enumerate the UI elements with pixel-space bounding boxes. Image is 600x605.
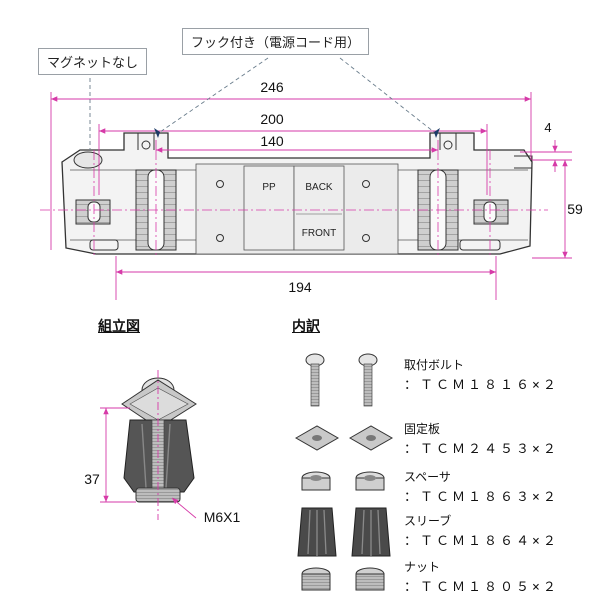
dim-inner-pitch: 140 — [260, 133, 284, 149]
base-plate-drawing — [61, 132, 533, 255]
part-code: ：ＴＣＭ１８１６×２ — [404, 378, 559, 393]
callout-hook: フック付き（電源コード用） — [182, 28, 370, 55]
dim-top-offset: 4 — [544, 120, 551, 135]
part-code: ：ＴＣＭ１８６４×２ — [404, 534, 559, 549]
part-name: スペーサ — [404, 470, 451, 484]
part-code: ：ＴＣＭ１８６３×２ — [404, 490, 559, 505]
assembly-title: 組立図 — [98, 318, 140, 334]
dim-overall-width: 246 — [260, 79, 284, 95]
part-name: スリーブ — [404, 514, 452, 528]
dimension-lines — [50, 92, 572, 300]
plate-illustration — [294, 425, 394, 451]
assembly-dimension — [100, 370, 197, 520]
part-name: 固定板 — [404, 422, 441, 436]
dim-bottom-width: 194 — [288, 279, 312, 295]
panel-label-pp: PP — [262, 182, 276, 193]
centerlines — [40, 150, 548, 258]
nut-illustration — [301, 567, 385, 591]
bolt-illustration — [305, 353, 378, 407]
assembly-drawing — [121, 377, 197, 503]
part-code: ：ＴＣＭ１８０５×２ — [404, 580, 559, 595]
dim-hole-pitch: 200 — [260, 111, 284, 127]
part-name: 取付ボルト — [404, 358, 465, 372]
spacer-illustration — [301, 471, 385, 491]
contents-title: 内訳 — [292, 318, 320, 334]
callout-no-magnet: マグネットなし — [38, 48, 148, 75]
sleeve-illustration — [297, 507, 391, 557]
panel-label-front: FRONT — [302, 228, 336, 239]
dim-assembly-height: 37 — [84, 471, 100, 487]
parts-illustrations — [294, 353, 394, 591]
dim-thread: M6X1 — [204, 509, 241, 525]
callout-leaders — [89, 57, 435, 150]
part-code: ：ＴＣＭ２４５３×２ — [404, 442, 559, 457]
dim-height: 59 — [567, 201, 583, 217]
part-name: ナット — [404, 560, 441, 574]
panel-label-back: BACK — [305, 182, 333, 193]
